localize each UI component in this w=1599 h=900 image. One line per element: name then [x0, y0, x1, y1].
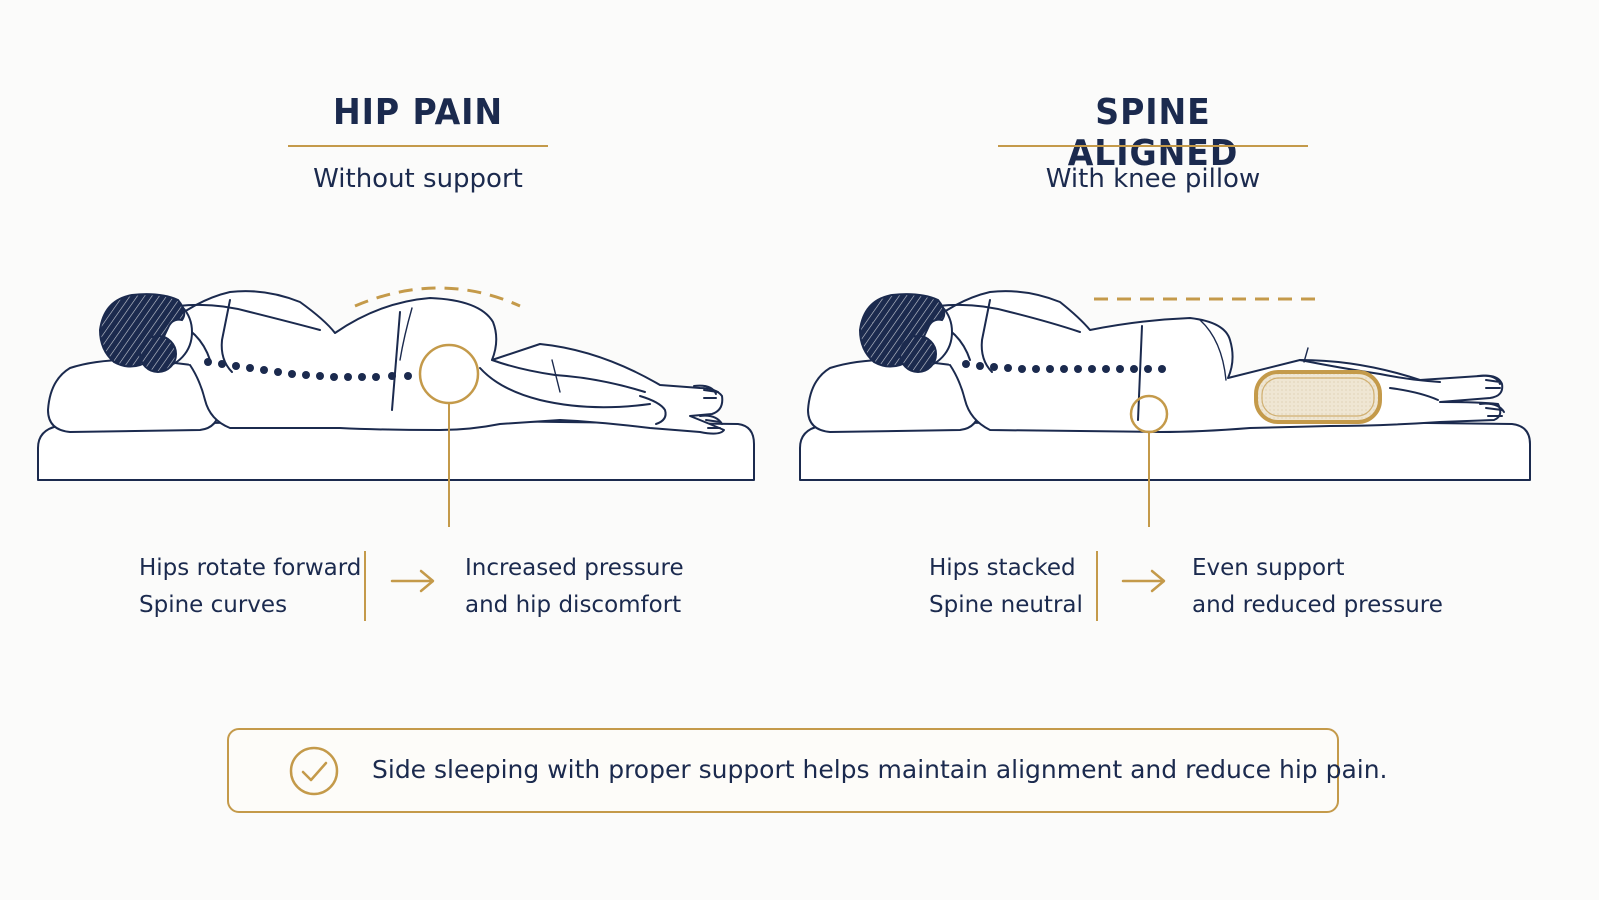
right-title-underline	[998, 145, 1308, 147]
left-note-divider	[364, 551, 366, 621]
right-cause-line-2: Spine neutral	[929, 592, 1083, 618]
right-panel-subtitle: With knee pillow	[1045, 164, 1261, 194]
right-spine-dots	[962, 360, 1166, 373]
right-effect-note: Even support and reduced pressure	[1192, 550, 1443, 624]
right-cause-line-1: Hips stacked	[929, 555, 1076, 581]
left-cause-note: Hips rotate forward Spine curves	[139, 550, 361, 624]
right-head	[858, 293, 953, 373]
left-curve-indicator	[354, 286, 521, 308]
left-title-underline	[288, 145, 548, 147]
arrow-right-icon	[390, 569, 435, 593]
left-effect-line-2: and hip discomfort	[465, 592, 682, 618]
left-panel-subtitle: Without support	[313, 164, 523, 194]
summary-text: Side sleeping with proper support helps …	[372, 755, 1388, 784]
arrow-right-icon	[1121, 569, 1166, 593]
left-scene	[37, 290, 755, 481]
left-cause-line-2: Spine curves	[139, 592, 288, 618]
left-panel-title: HIP PAIN	[332, 92, 504, 133]
check-circle-icon	[289, 746, 339, 796]
left-cause-line-1: Hips rotate forward	[139, 555, 362, 581]
right-cause-note: Hips stacked Spine neutral	[929, 550, 1083, 624]
left-effect-line-1: Increased pressure	[465, 555, 684, 581]
left-spine-dots	[204, 358, 412, 381]
knee-pillow	[1254, 370, 1382, 424]
summary-box: Side sleeping with proper support helps …	[227, 728, 1388, 813]
left-head	[98, 293, 193, 373]
right-effect-line-2: and reduced pressure	[1192, 592, 1443, 618]
left-body-outline	[159, 290, 725, 435]
right-note-divider	[1096, 551, 1098, 621]
right-effect-line-1: Even support	[1192, 555, 1345, 581]
right-panel-title: SPINE ALIGNED	[1067, 92, 1239, 174]
left-effect-note: Increased pressure and hip discomfort	[465, 550, 684, 624]
